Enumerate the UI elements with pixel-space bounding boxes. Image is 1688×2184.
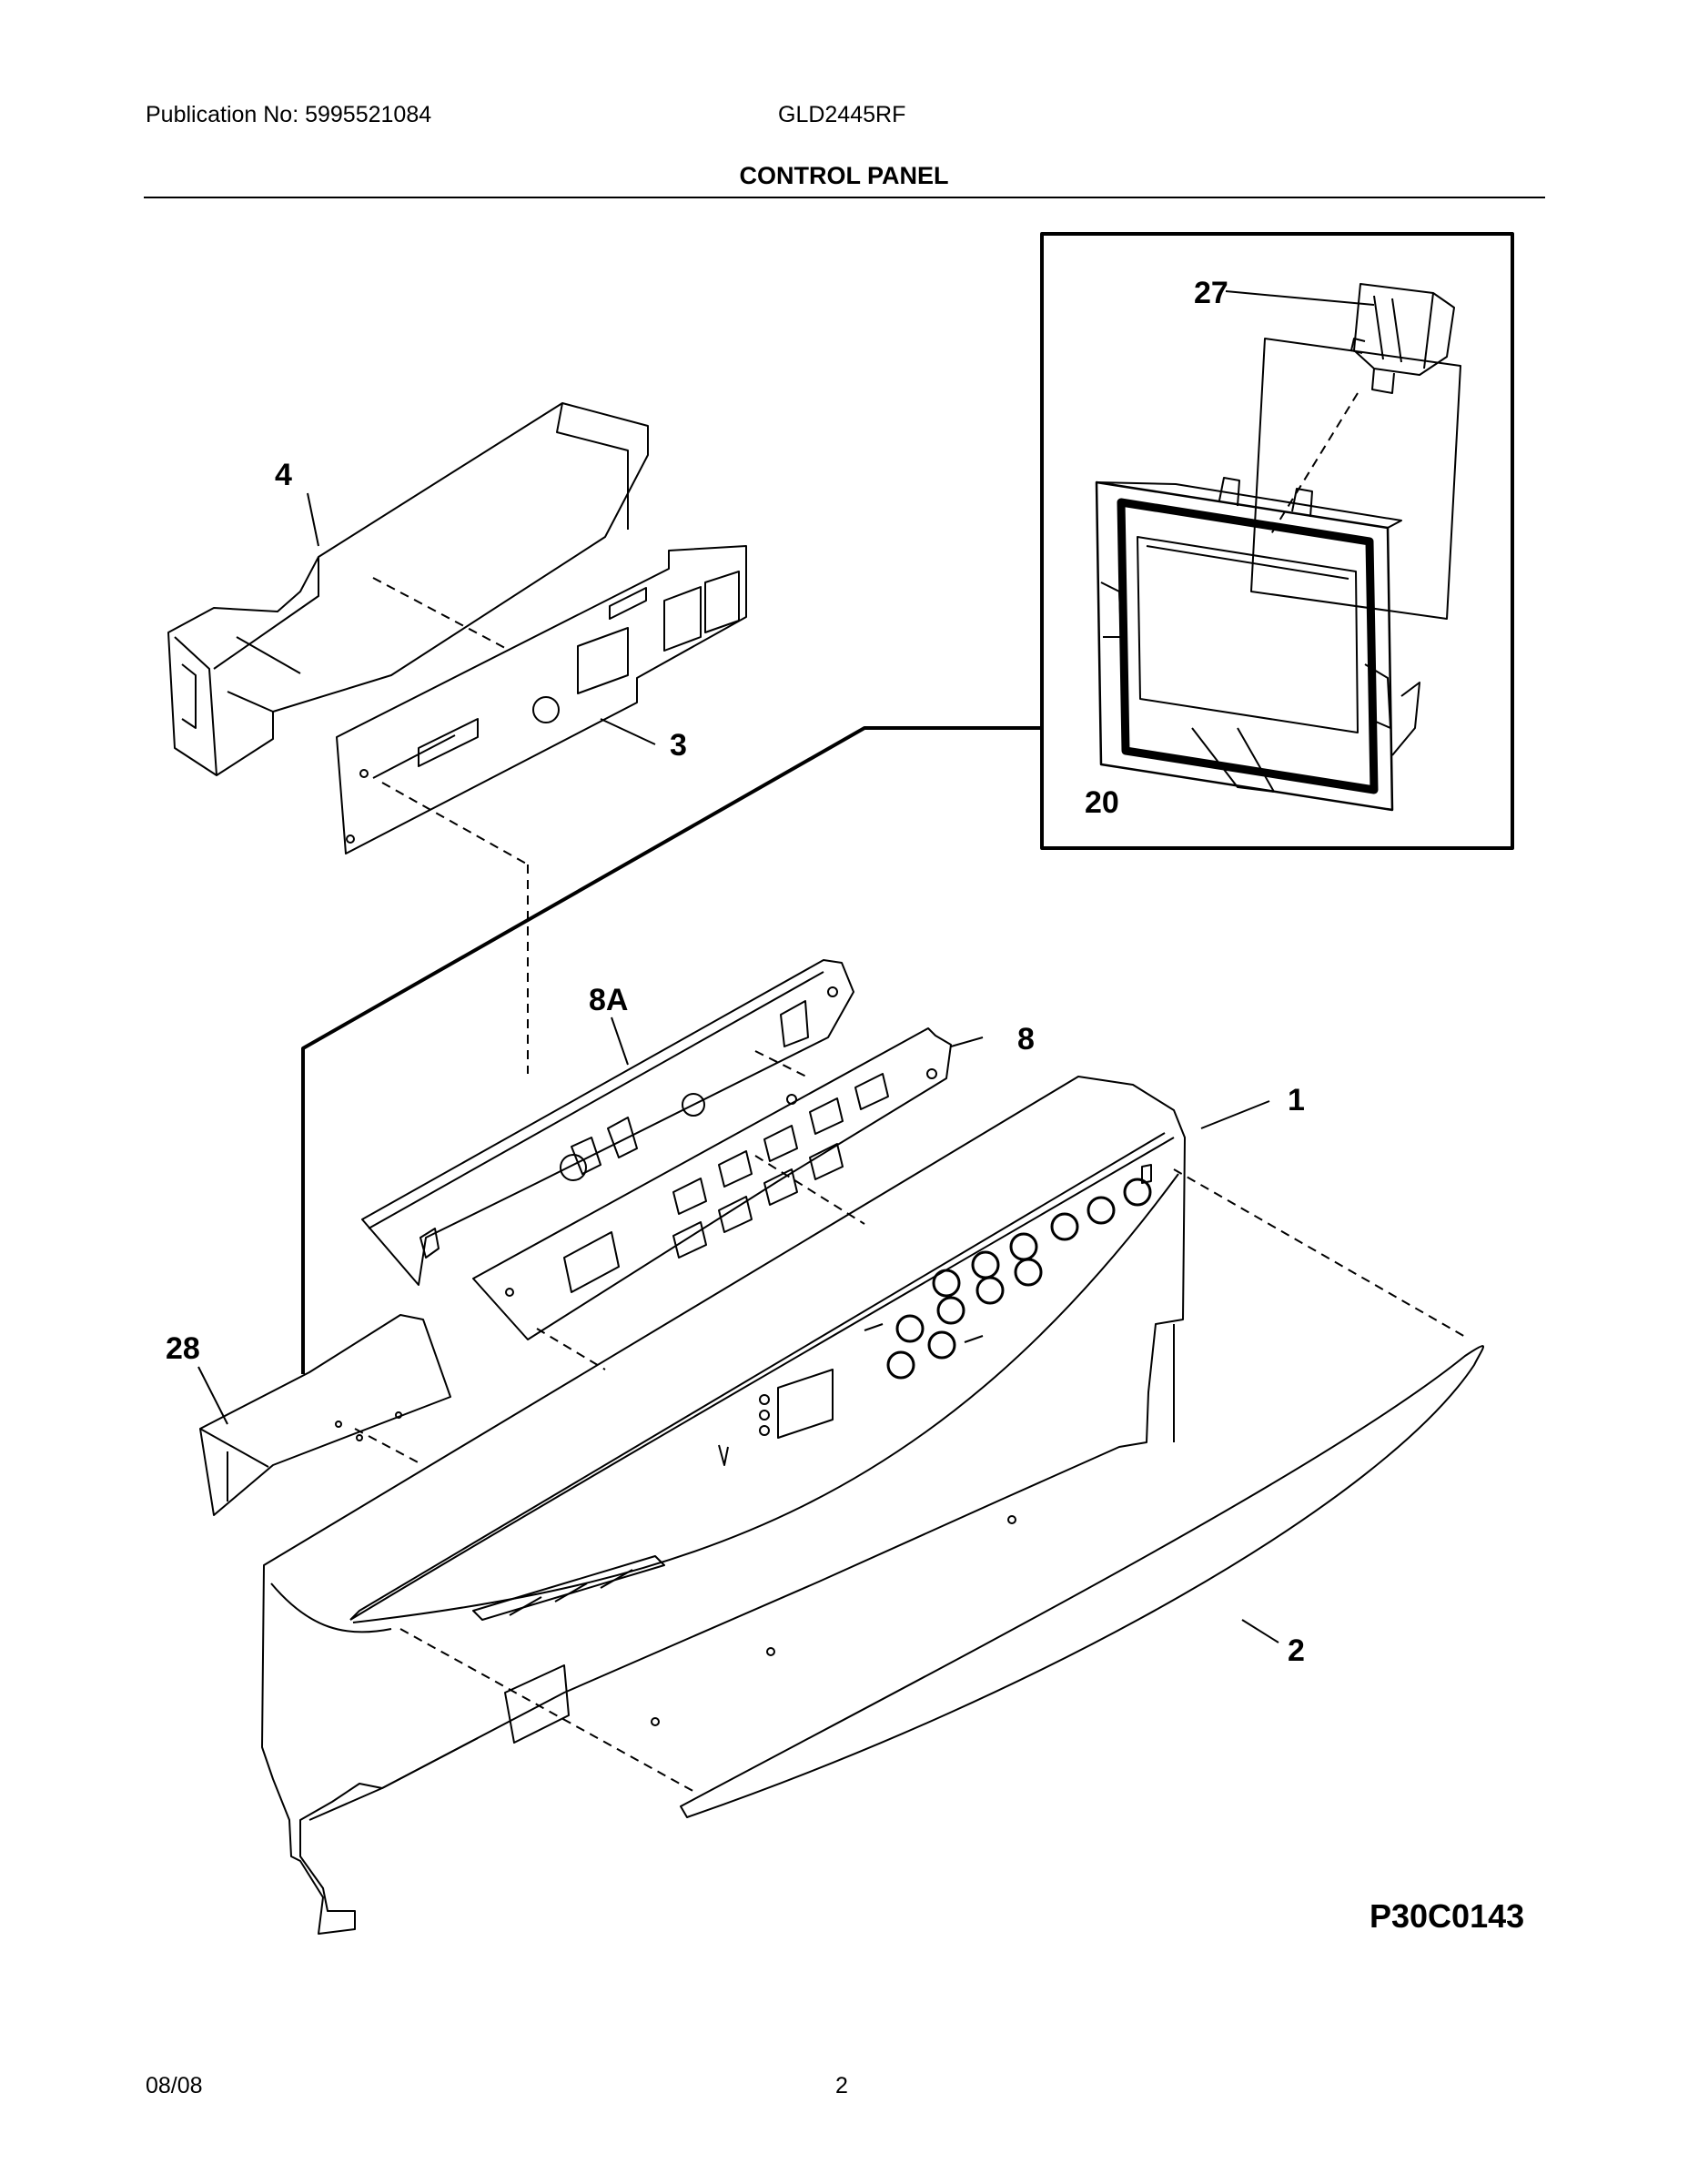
inset-frame bbox=[1040, 232, 1514, 850]
part-3-control-board bbox=[336, 545, 747, 854]
part-2-overlay bbox=[680, 1345, 1484, 1818]
callout-2: 2 bbox=[1288, 1633, 1305, 1668]
leader-lines bbox=[197, 290, 1375, 1643]
part-27-switch bbox=[1350, 283, 1455, 394]
header-rule bbox=[144, 197, 1545, 198]
diagram-code: P30C0143 bbox=[1370, 1897, 1524, 1935]
inset-leader-line bbox=[301, 726, 1042, 1374]
callout-8A: 8A bbox=[589, 983, 628, 1017]
model-number: GLD2445RF bbox=[778, 102, 906, 127]
part-8A-bracket bbox=[361, 959, 854, 1286]
part-20-dispenser bbox=[1095, 338, 1461, 812]
page-title: CONTROL PANEL bbox=[739, 162, 949, 189]
part-28-end-cap bbox=[199, 1314, 451, 1516]
callout-20: 20 bbox=[1085, 785, 1119, 820]
callout-8: 8 bbox=[1017, 1022, 1035, 1057]
callout-1: 1 bbox=[1288, 1083, 1305, 1117]
callout-4: 4 bbox=[275, 458, 292, 492]
part-1-console bbox=[261, 1076, 1186, 1935]
callout-3: 3 bbox=[670, 728, 687, 763]
footer-date: 08/08 bbox=[146, 2073, 203, 2098]
console-button-group bbox=[886, 1178, 1152, 1380]
part-8-button-board bbox=[472, 1027, 952, 1340]
callout-27: 27 bbox=[1194, 276, 1228, 310]
footer-page-number: 2 bbox=[835, 2073, 848, 2098]
publication-number: Publication No: 5995521084 bbox=[146, 102, 432, 127]
part-4-housing bbox=[167, 402, 649, 776]
callout-28: 28 bbox=[166, 1331, 200, 1366]
